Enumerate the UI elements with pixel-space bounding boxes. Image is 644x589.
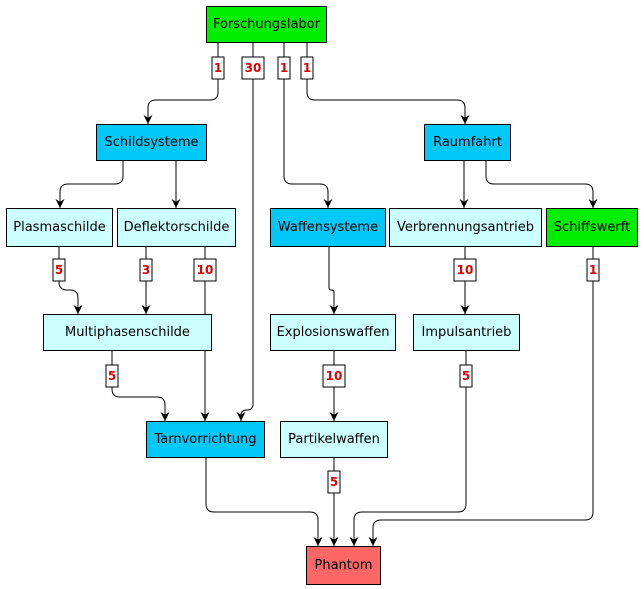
node-label-schildsysteme: Schildsysteme xyxy=(104,135,198,150)
level-badge: 5 xyxy=(52,258,66,282)
edge-multiphasenschilde-to-tarnvorrichtung xyxy=(111,350,170,421)
node-box-plasmaschilde xyxy=(6,208,113,247)
edge-impulsantrieb-to-phantom xyxy=(349,350,467,546)
level-badge-label: 1 xyxy=(214,61,222,75)
level-badge-label: 10 xyxy=(197,263,214,277)
edge-schiffswerft-to-phantom xyxy=(368,246,594,546)
node-forschungslabor: Forschungslabor xyxy=(206,6,327,43)
node-box-forschungslabor xyxy=(206,6,327,43)
edge-schildsysteme-to-plasmaschilde xyxy=(55,160,124,208)
level-badge-label: 30 xyxy=(245,61,262,75)
node-box-raumfahrt xyxy=(424,124,511,161)
node-label-verbrennungsantrieb: Verbrennungsantrieb xyxy=(397,220,534,235)
edge-forschungslabor-to-tarnvorrichtung xyxy=(236,42,254,421)
level-badge-box xyxy=(193,258,217,282)
node-tarnvorrichtung: Tarnvorrichtung xyxy=(146,421,265,458)
level-badge-label: 1 xyxy=(303,61,311,75)
level-badge-label: 5 xyxy=(330,475,338,489)
node-raumfahrt: Raumfahrt xyxy=(424,124,511,161)
node-label-phantom: Phantom xyxy=(315,558,373,573)
node-box-multiphasenschilde xyxy=(43,314,212,351)
node-box-phantom xyxy=(306,546,381,585)
level-badge: 10 xyxy=(193,258,217,282)
level-badge-box xyxy=(453,258,477,282)
node-partikelwaffen: Partikelwaffen xyxy=(280,421,388,458)
node-box-waffensysteme xyxy=(270,208,386,247)
node-box-explosionswaffen xyxy=(270,314,396,351)
level-badge-label: 1 xyxy=(589,263,597,277)
node-verbrennungsantrieb: Verbrennungsantrieb xyxy=(389,208,542,247)
node-box-partikelwaffen xyxy=(280,421,388,458)
node-label-impulsantrieb: Impulsantrieb xyxy=(422,325,512,340)
node-explosionswaffen: Explosionswaffen xyxy=(270,314,396,351)
edges-layer xyxy=(55,42,598,546)
edge-forschungslabor-to-schildsysteme xyxy=(143,42,219,124)
node-waffensysteme: Waffensysteme xyxy=(270,208,386,247)
level-badge: 5 xyxy=(459,364,473,388)
node-label-explosionswaffen: Explosionswaffen xyxy=(277,325,390,340)
level-badge: 1 xyxy=(586,258,600,282)
node-label-plasmaschilde: Plasmaschilde xyxy=(13,220,105,235)
level-badge-box xyxy=(52,258,66,282)
node-schiffswerft: Schiffswerft xyxy=(546,208,638,247)
edge-forschungslabor-to-raumfahrt xyxy=(306,42,470,124)
node-label-forschungslabor: Forschungslabor xyxy=(213,17,321,32)
level-badge: 1 xyxy=(300,56,314,80)
level-badge-box xyxy=(241,56,265,80)
level-badge-box xyxy=(105,364,119,388)
level-badge: 5 xyxy=(105,364,119,388)
level-badge-label: 5 xyxy=(462,369,470,383)
node-box-schildsysteme xyxy=(96,124,207,161)
level-badge: 3 xyxy=(139,258,153,282)
node-phantom: Phantom xyxy=(306,546,381,585)
node-impulsantrieb: Impulsantrieb xyxy=(413,314,520,351)
node-deflektorschilde: Deflektorschilde xyxy=(117,208,236,247)
edge-raumfahrt-to-schiffswerft xyxy=(485,160,598,208)
level-badge-label: 5 xyxy=(108,369,116,383)
node-label-raumfahrt: Raumfahrt xyxy=(433,135,502,150)
node-label-multiphasenschilde: Multiphasenschilde xyxy=(65,325,190,340)
level-badge-box xyxy=(211,56,225,80)
node-label-deflektorschilde: Deflektorschilde xyxy=(124,220,230,235)
node-box-tarnvorrichtung xyxy=(146,421,265,458)
level-badge: 30 xyxy=(241,56,265,80)
node-label-tarnvorrichtung: Tarnvorrichtung xyxy=(153,432,256,447)
node-box-schiffswerft xyxy=(546,208,638,247)
level-badge-box xyxy=(322,364,346,388)
node-schildsysteme: Schildsysteme xyxy=(96,124,207,161)
level-badge: 1 xyxy=(211,56,225,80)
level-badge-box xyxy=(277,56,291,80)
level-badge: 10 xyxy=(322,364,346,388)
node-label-waffensysteme: Waffensysteme xyxy=(278,220,378,235)
node-multiphasenschilde: Multiphasenschilde xyxy=(43,314,212,351)
level-badge-box xyxy=(459,364,473,388)
node-label-partikelwaffen: Partikelwaffen xyxy=(288,432,380,447)
level-badge-label: 5 xyxy=(55,263,63,277)
edge-waffensysteme-to-explosionswaffen xyxy=(328,246,339,314)
node-box-impulsantrieb xyxy=(413,314,520,351)
edge-forschungslabor-to-waffensysteme xyxy=(283,42,333,208)
level-badge-label: 1 xyxy=(280,61,288,75)
node-box-verbrennungsantrieb xyxy=(389,208,542,247)
node-plasmaschilde: Plasmaschilde xyxy=(6,208,113,247)
level-badge-box xyxy=(586,258,600,282)
edge-tarnvorrichtung-to-phantom xyxy=(205,457,323,546)
level-badge: 10 xyxy=(453,258,477,282)
node-label-schiffswerft: Schiffswerft xyxy=(554,220,630,235)
level-badge-box xyxy=(327,470,341,494)
node-box-deflektorschilde xyxy=(117,208,236,247)
edge-plasmaschilde-to-multiphasenschilde xyxy=(58,246,83,314)
level-badge-label: 3 xyxy=(142,263,150,277)
level-badge-label: 10 xyxy=(326,369,343,383)
level-badge: 5 xyxy=(327,470,341,494)
level-badge-label: 10 xyxy=(457,263,474,277)
level-badge: 1 xyxy=(277,56,291,80)
level-badge-box xyxy=(139,258,153,282)
level-badge-box xyxy=(300,56,314,80)
